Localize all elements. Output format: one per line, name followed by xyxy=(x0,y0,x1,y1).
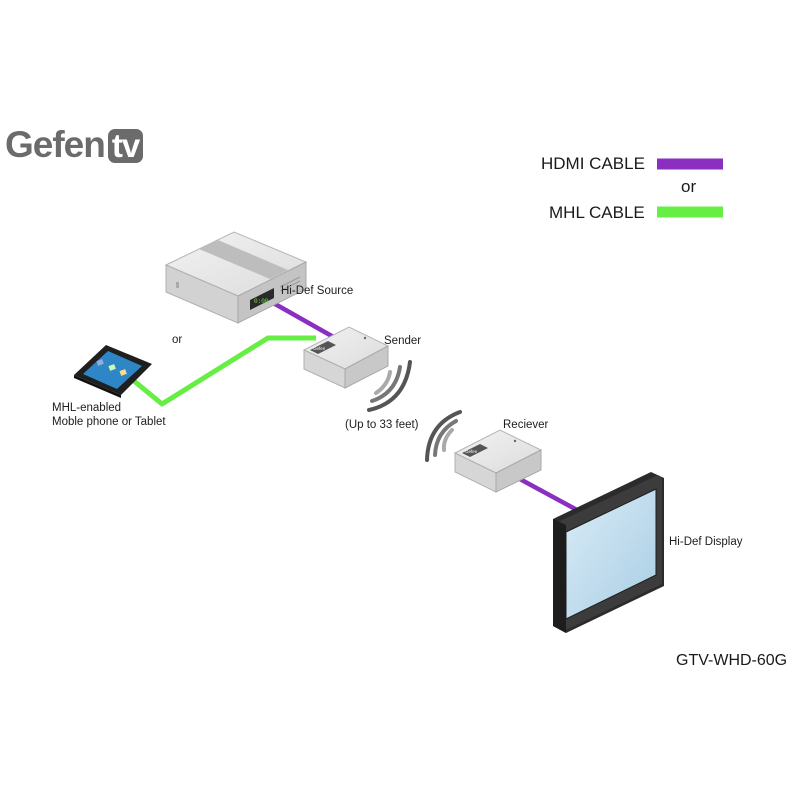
legend-or-label: or xyxy=(681,177,697,196)
display-label: Hi-Def Display xyxy=(669,536,743,548)
model-number: GTV-WHD-60G xyxy=(676,652,788,669)
or-label: or xyxy=(172,334,183,346)
hi-def-source-device: 0:00 xyxy=(164,231,308,324)
sender-wireless-icon xyxy=(367,360,412,412)
hdmi-legend-label: HDMI CABLE xyxy=(541,154,645,173)
receiver-wireless-icon xyxy=(425,410,462,462)
mhl-cable xyxy=(126,335,316,407)
receiver-device: Gefen xyxy=(453,429,543,493)
source-display-readout: 0:00 xyxy=(254,298,269,305)
receiver-badge: Gefen xyxy=(465,449,478,454)
hi-def-display-device xyxy=(553,472,664,633)
range-label: (Up to 33 feet) xyxy=(345,419,419,431)
sender-badge: Gefen xyxy=(313,346,326,351)
sender-device: Gefen xyxy=(302,326,390,389)
hdmi-cable-receiver-to-display xyxy=(516,476,579,512)
logo-tv-badge: tv xyxy=(107,129,144,163)
hdmi-cable-source-to-sender xyxy=(266,298,339,341)
source-label: Hi-Def Source xyxy=(281,285,354,297)
mhl-legend-label: MHL CABLE xyxy=(549,203,645,222)
logo-brand-text: Gefen xyxy=(5,124,106,165)
mobile-label-line2: Moble phone or Tablet xyxy=(52,416,166,428)
receiver-label: Reciever xyxy=(503,419,549,431)
sender-label: Sender xyxy=(384,335,422,347)
mobile-label-line1: MHL-enabled xyxy=(52,402,122,414)
mhl-tablet-device xyxy=(74,345,152,398)
